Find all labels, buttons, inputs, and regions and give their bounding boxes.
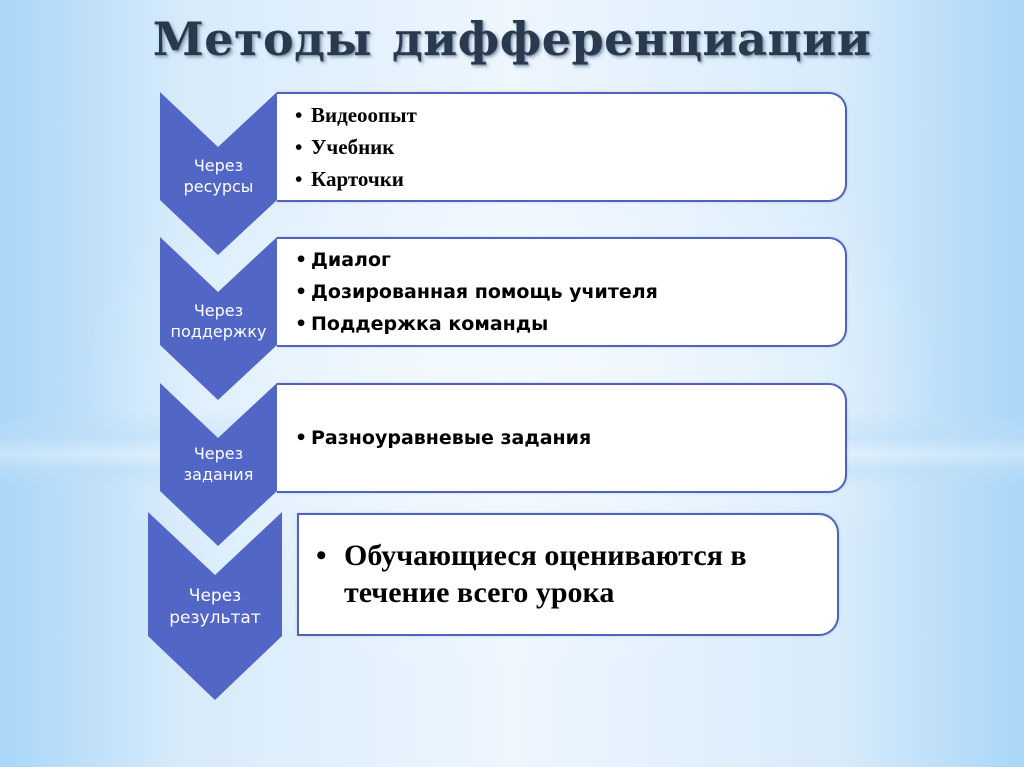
step-3-list: •Разноуравневые задания <box>295 422 592 454</box>
step-1-box: • Видеоопыт • Учебник • Карточки <box>277 92 847 202</box>
label-line: задания <box>183 465 254 484</box>
item-text: Обучающиеся оцениваются в <box>344 539 747 572</box>
bullet-icon: • <box>316 539 327 572</box>
chevron-3-shape <box>160 383 277 546</box>
chevron-2-shape <box>160 237 277 400</box>
label-line: Через <box>188 586 242 606</box>
list-item: • Карточки <box>295 163 417 195</box>
chevron-4-label: Через результат <box>148 585 282 629</box>
chevron-1-shape <box>160 92 277 255</box>
chevron-1-label: Через ресурсы <box>160 155 277 197</box>
item-text: течение всего урока <box>344 576 615 609</box>
step-4-list: • Обучающиеся оцениваются в течение всего… <box>316 537 747 611</box>
item-text: Карточки <box>311 167 404 191</box>
list-item: •Разноуравневые задания <box>295 422 592 454</box>
label-line: Через <box>193 444 244 463</box>
bullet-icon: • <box>295 313 308 335</box>
bullet-icon: • <box>295 167 303 191</box>
item-text: Разноуравневые задания <box>311 427 592 449</box>
list-item: • Учебник <box>295 131 417 163</box>
slide-title: Методы дифференциации <box>0 12 1024 66</box>
list-item: •Дозированная помощь учителя <box>295 276 658 308</box>
bullet-icon: • <box>295 103 303 127</box>
item-text: Учебник <box>311 135 395 159</box>
chevron-3-label: Через задания <box>160 443 277 485</box>
step-2-box: •Диалог •Дозированная помощь учителя •По… <box>277 237 847 347</box>
label-line: ресурсы <box>183 177 254 196</box>
title-word-1: Методы <box>152 12 372 66</box>
label-line: Через <box>193 156 244 175</box>
list-item: • Видеоопыт <box>295 99 417 131</box>
chevron-2-label: Через поддержку <box>158 300 279 342</box>
bullet-icon: • <box>295 281 308 303</box>
item-text: Диалог <box>311 249 391 271</box>
step-4-box: • Обучающиеся оцениваются в течение всего… <box>297 513 839 636</box>
label-line: результат <box>169 608 261 628</box>
item-text: Поддержка команды <box>311 313 549 335</box>
list-item: течение всего урока <box>344 574 747 611</box>
step-2-list: •Диалог •Дозированная помощь учителя •По… <box>295 244 658 340</box>
bullet-icon: • <box>295 135 303 159</box>
list-item: • Обучающиеся оцениваются в <box>316 537 747 574</box>
bullet-icon: • <box>295 249 308 271</box>
label-line: Через <box>193 301 244 320</box>
list-item: •Поддержка команды <box>295 308 658 340</box>
chevron-4-shape <box>148 512 282 700</box>
item-text: Дозированная помощь учителя <box>311 281 658 303</box>
item-text: Видеоопыт <box>311 103 417 127</box>
step-3-box: •Разноуравневые задания <box>277 383 847 493</box>
bullet-icon: • <box>295 427 308 449</box>
title-word-2: дифференциации <box>391 12 872 66</box>
label-line: поддержку <box>170 322 267 341</box>
list-item: •Диалог <box>295 244 658 276</box>
step-1-list: • Видеоопыт • Учебник • Карточки <box>295 99 417 195</box>
